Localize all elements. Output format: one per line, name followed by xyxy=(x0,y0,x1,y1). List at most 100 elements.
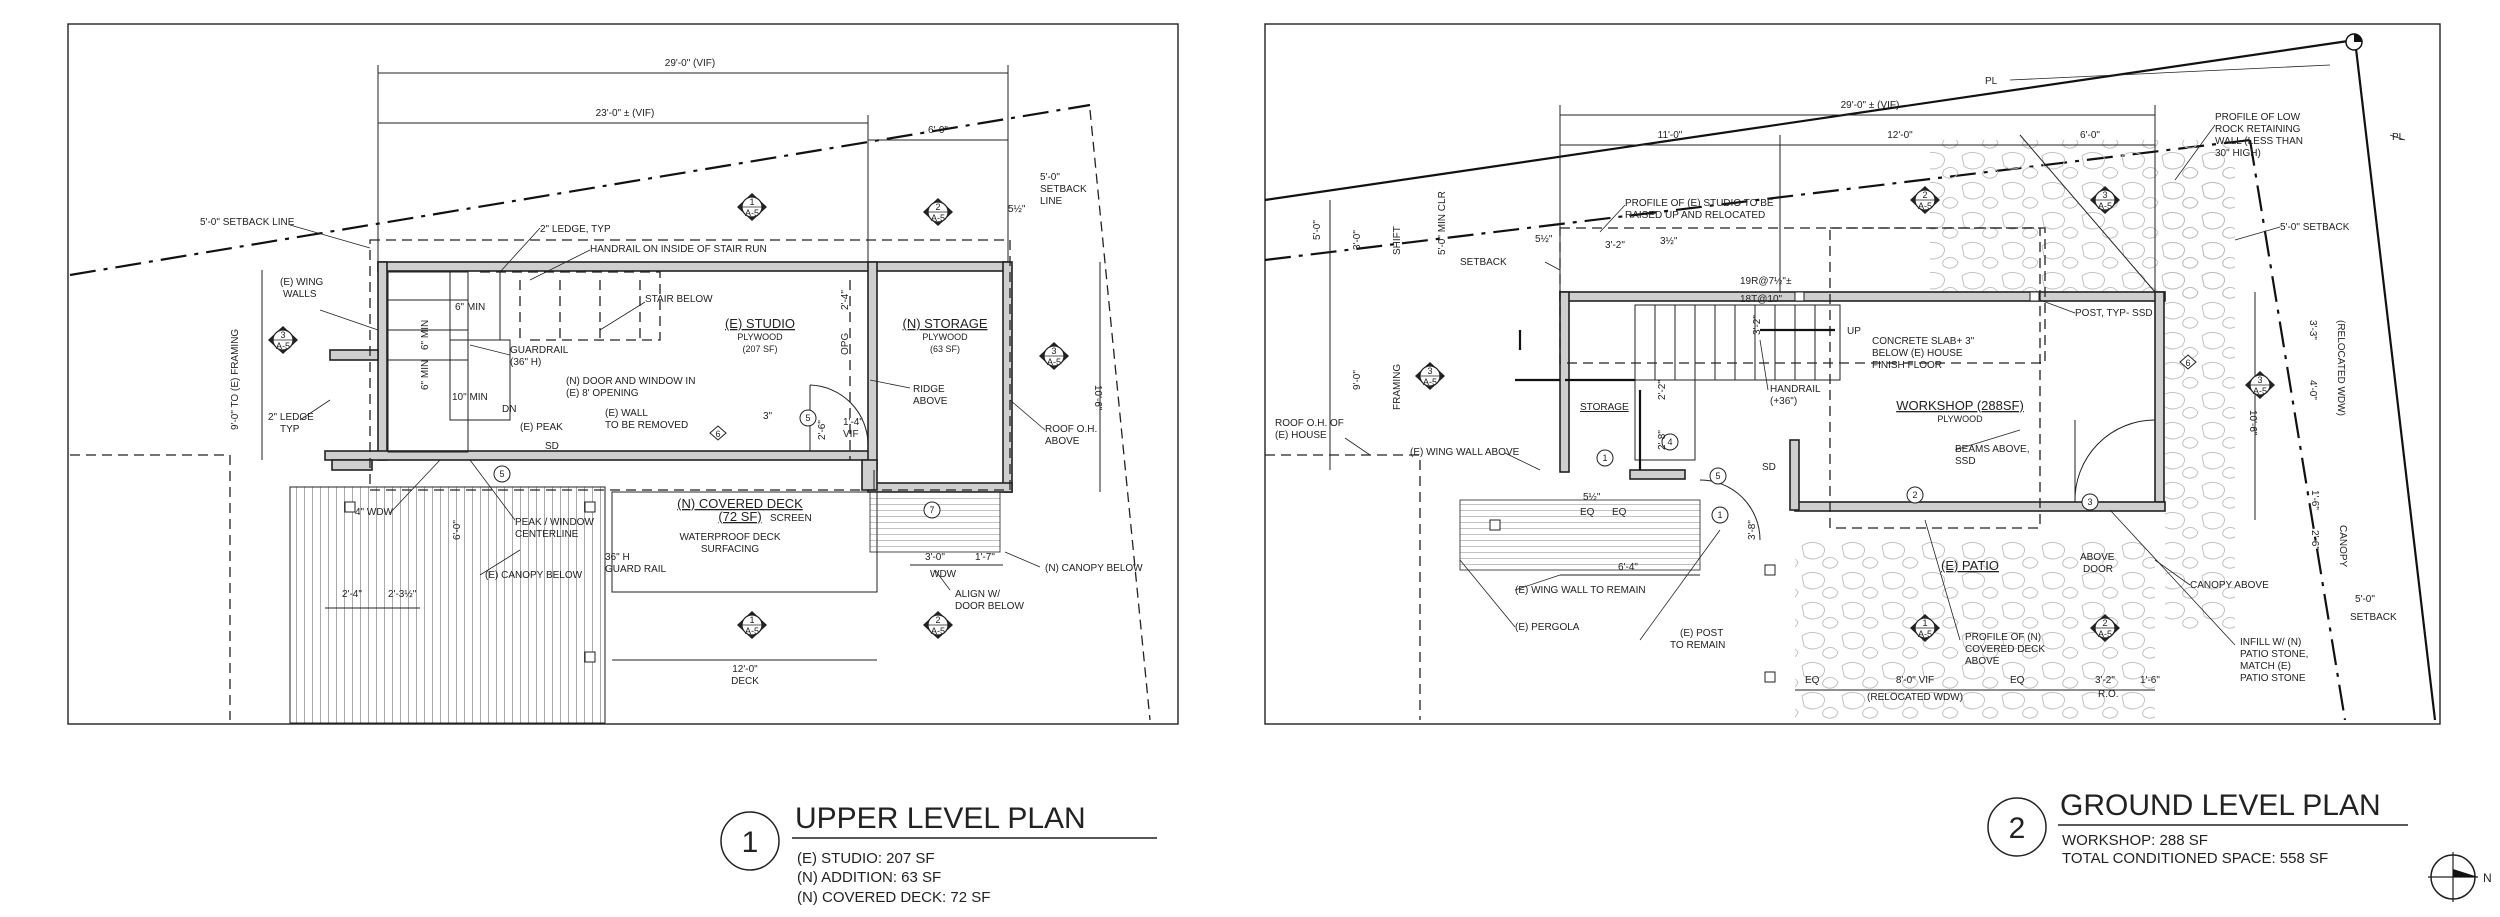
tag-label: 7 xyxy=(929,505,934,515)
label-above-door-2: DOOR xyxy=(2083,564,2113,575)
dim-min6: 6" MIN xyxy=(455,302,485,313)
tag-label: 3 xyxy=(2087,497,2092,507)
label-roof-oh-1: ROOF O.H. OF xyxy=(1275,418,1344,429)
upper-plan-frame xyxy=(67,23,1179,725)
label-setback: SETBACK xyxy=(1460,257,1507,268)
label-waterproof-2: SURFACING xyxy=(701,544,760,555)
dim-framing: FRAMING xyxy=(1392,364,1403,410)
label-profile-deck-1: PROFILE OF (N) xyxy=(1965,632,2041,643)
label-storage: STORAGE xyxy=(1580,402,1629,413)
dim-stair2: 18T@10" xyxy=(1740,294,1783,305)
label-peak: (E) PEAK xyxy=(520,422,563,433)
sec-num: 2 xyxy=(1922,190,1927,200)
label-profile-studio-2: RAISED UP AND RELOCATED xyxy=(1625,210,1765,221)
sec-sheet: A-5 xyxy=(276,341,290,351)
dim-2-4: 2'-4" xyxy=(342,589,362,600)
sec-sheet: A-5 xyxy=(1047,357,1061,367)
dim-opg: OPG xyxy=(840,333,851,355)
dim-1-6: 1'-6" xyxy=(2309,490,2320,510)
label-ridge-1: RIDGE xyxy=(913,384,945,395)
label-door-window-1: (N) DOOR AND WINDOW IN xyxy=(566,376,695,387)
label-guardrail-2: (36" H) xyxy=(510,357,541,368)
label-profile-rock-1: PROFILE OF LOW xyxy=(2215,112,2301,123)
upper-tags xyxy=(493,409,941,519)
room-studio-name: (E) STUDIO xyxy=(725,316,795,331)
upper-studio-walls xyxy=(324,261,1013,493)
sec-num: 2 xyxy=(935,615,940,625)
dim-2-6: 2'-6" xyxy=(817,420,828,440)
label-handrail-1: HANDRAIL xyxy=(1770,384,1821,395)
tag-label: 5 xyxy=(1715,471,1720,481)
upper-plan-number-circle xyxy=(720,811,780,871)
upper-area-2: (N) ADDITION: 63 SF xyxy=(797,869,941,886)
dim-overall: 29'-0" (VIF) xyxy=(665,58,715,69)
upper-roof-outline xyxy=(369,239,1011,491)
dim-8-0: 8'-0" VIF xyxy=(1896,675,1934,686)
label-wing-wall-above: (E) WING WALL ABOVE xyxy=(1410,447,1520,458)
tag-label: 5 xyxy=(499,469,504,479)
upper-plan-title: UPPER LEVEL PLAN xyxy=(795,802,1086,835)
label-sd: SD xyxy=(1762,462,1776,473)
upper-level-plan: 1 A-5 2 A-5 3 A-5 3 A-5 1 A-5 2 A-5 6 5 … xyxy=(67,23,1179,725)
setback-line-3: LINE xyxy=(1040,196,1063,207)
label-guardrail-1: GUARDRAIL xyxy=(510,345,569,356)
ground-level-plan: 3 A-5 2 A-5 3 A-5 3 A-5 1 A-5 2 A-5 1 2 … xyxy=(1264,23,2441,725)
ground-dimension-lines xyxy=(1329,105,2256,691)
label-beams-1: BEAMS ABOVE, xyxy=(1955,444,2029,455)
dim-ro: R.O. xyxy=(2098,689,2119,700)
sec-num: 2 xyxy=(935,202,940,212)
dim-10-6: 10'-6" xyxy=(2247,410,2258,436)
label-roof-oh-1: ROOF O.H. xyxy=(1045,424,1097,435)
sec-num: 3 xyxy=(2102,190,2107,200)
dim-min6b: 6" MIN xyxy=(420,320,431,350)
dim-9-0: 9'-0" xyxy=(1352,370,1363,390)
room-workshop-name: WORKSHOP (288SF) xyxy=(1896,398,2024,413)
upper-title-block: 1 UPPER LEVEL PLAN (E) STUDIO: 207 SF (N… xyxy=(720,802,1157,906)
dim-6: 6'-0" xyxy=(2080,130,2100,141)
tag-label: 1 xyxy=(1717,510,1722,520)
label-concrete-2: BELOW (E) HOUSE xyxy=(1872,348,1963,359)
sec-sheet: A-5 xyxy=(1918,629,1932,639)
dim-3-2b: 3'-2" xyxy=(2095,675,2115,686)
upper-wing-wall-lower xyxy=(331,459,373,471)
label-guard-rail-2: GUARD RAIL xyxy=(605,564,667,575)
upper-existing-deck xyxy=(289,486,606,724)
dim-3-3: 3'-3" xyxy=(2307,320,2318,340)
dim-11: 11'-0" xyxy=(1658,130,1683,141)
label-setback-r1: 5'-0" xyxy=(2355,594,2375,605)
label-ledge2-2: TYP xyxy=(280,424,300,435)
sec-num: 1 xyxy=(749,197,754,207)
dim-1-7: 1'-7" xyxy=(975,552,995,563)
room-patio-name: (E) PATIO xyxy=(1941,558,1999,573)
ground-area-1: WORKSHOP: 288 SF xyxy=(2062,832,2208,849)
ground-stair xyxy=(1634,304,1841,461)
dim-2-8: 2'-8" xyxy=(1657,430,1668,450)
sec-sheet: A-5 xyxy=(931,213,945,223)
tag-label: 6 xyxy=(2185,358,2190,368)
label-align-1: ALIGN W/ xyxy=(955,589,1000,600)
sec-sheet: A-5 xyxy=(2098,201,2112,211)
upper-stair xyxy=(387,271,661,453)
label-post-typ: POST, TYP- SSD xyxy=(2075,308,2153,319)
label-ledge: 2" LEDGE, TYP xyxy=(540,224,611,235)
upper-area-1: (E) STUDIO: 207 SF xyxy=(797,850,935,867)
dim-half: 5½" xyxy=(1008,204,1026,215)
dim-wdw: WDW xyxy=(930,569,957,580)
label-peak-window-2: CENTERLINE xyxy=(515,529,579,540)
dim-5-min: 5'-0" MIN CLR xyxy=(1437,191,1448,255)
label-pl1: PL xyxy=(1985,76,1998,87)
room-deck-area: (72 SF) xyxy=(718,509,761,524)
dim-min10: 10" MIN xyxy=(452,392,488,403)
dim-shift: SHIFT xyxy=(1392,226,1403,255)
dim-1-4: 1'-4" xyxy=(843,417,863,428)
sec-num: 3 xyxy=(2257,375,2262,385)
label-setback-r2: SETBACK xyxy=(2350,612,2397,623)
label-wing-wall-remain: (E) WING WALL TO REMAIN xyxy=(1515,585,1646,596)
sec-num: 1 xyxy=(749,615,754,625)
studio-profile xyxy=(1559,227,2046,364)
tag-label: 5 xyxy=(805,413,810,423)
tag-label: 1 xyxy=(1602,453,1607,463)
label-canopy-below-n: (N) CANOPY BELOW xyxy=(1045,563,1143,574)
dim-eq4: EQ xyxy=(2010,675,2025,686)
